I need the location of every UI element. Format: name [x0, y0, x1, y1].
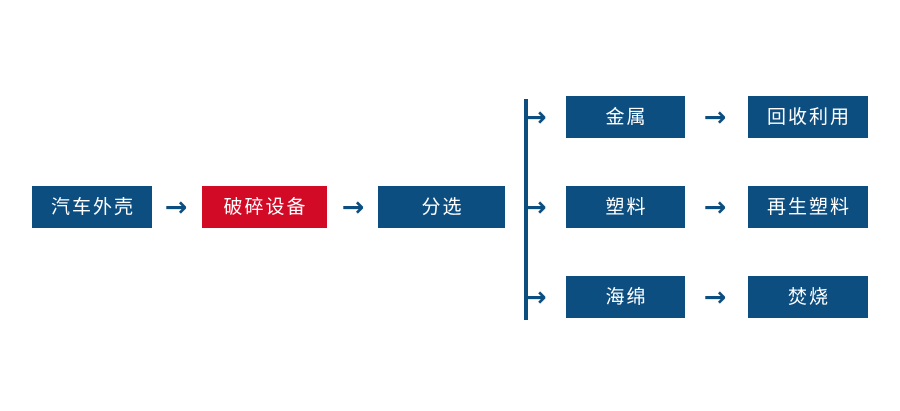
node-metal[interactable]: 金属 — [566, 96, 685, 138]
node-incineration[interactable]: 焚烧 — [748, 276, 868, 318]
branch-stub-arrow-icon-sponge: → — [524, 281, 547, 313]
arrow-right-icon: → — [703, 191, 727, 223]
node-crushing-equipment[interactable]: 破碎设备 — [202, 186, 327, 228]
branch-stub-arrow-icon-metal: → — [524, 101, 547, 133]
node-regenerated-plastic[interactable]: 再生塑料 — [748, 186, 868, 228]
arrow-right-icon: → — [341, 191, 365, 223]
node-sponge[interactable]: 海绵 — [566, 276, 685, 318]
arrow-right-icon: → — [703, 101, 727, 133]
arrow-right-icon: → — [703, 281, 727, 313]
node-recycle-reuse[interactable]: 回收利用 — [748, 96, 868, 138]
branch-spine-line — [524, 99, 528, 320]
arrow-right-icon: → — [164, 191, 188, 223]
branch-stub-arrow-icon-plastic: → — [524, 191, 547, 223]
node-plastic[interactable]: 塑料 — [566, 186, 685, 228]
node-sorting[interactable]: 分选 — [378, 186, 505, 228]
node-vehicle-shell[interactable]: 汽车外壳 — [32, 186, 152, 228]
